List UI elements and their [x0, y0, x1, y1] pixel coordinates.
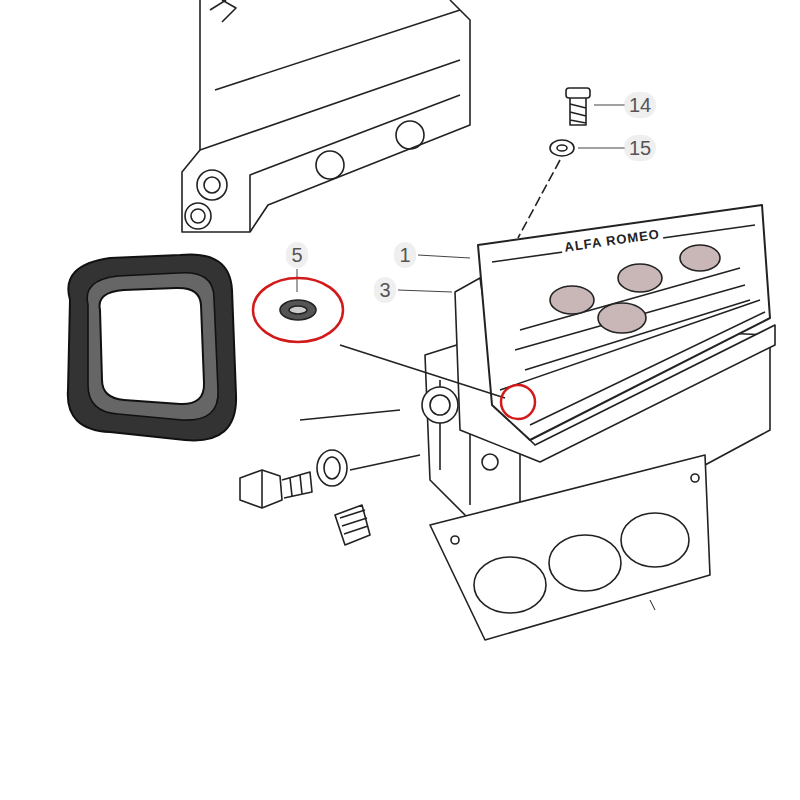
callout-number: 15 [624, 135, 656, 161]
callout-number: 5 [286, 242, 307, 268]
brand-lettering: ALFA ROMEO [560, 225, 663, 254]
callout-number: 14 [624, 92, 656, 118]
callout-number: 3 [374, 277, 395, 303]
callout-number: 1 [394, 242, 415, 268]
